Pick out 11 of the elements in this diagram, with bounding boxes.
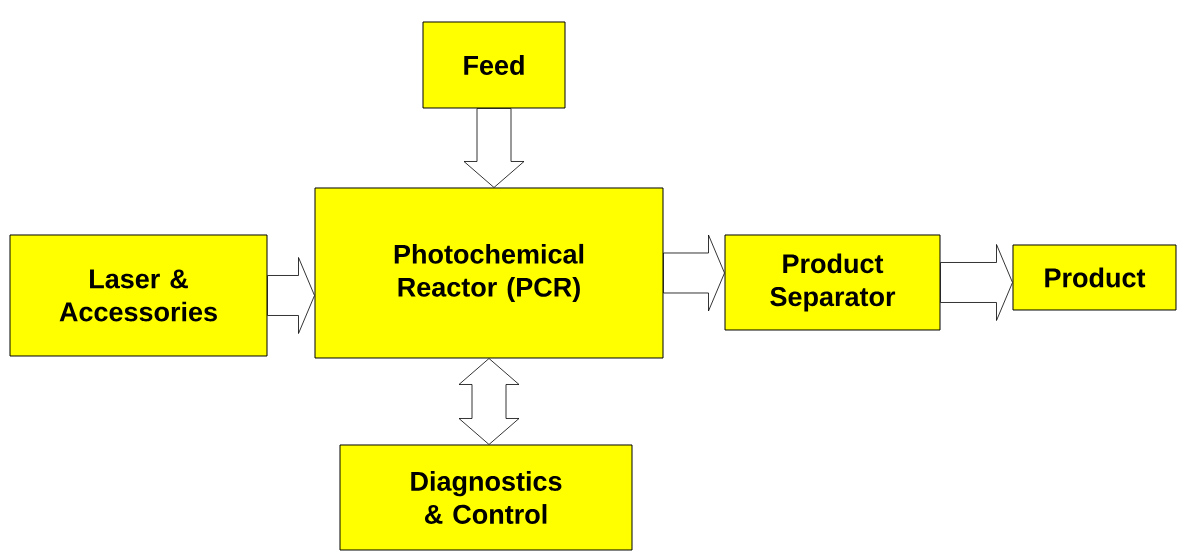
process-box: Feed xyxy=(422,21,566,109)
block-arrow xyxy=(940,244,1013,321)
block-arrow xyxy=(463,108,525,188)
block-arrow xyxy=(267,257,315,334)
block-arrow xyxy=(458,358,520,445)
process-box: Photochemical Reactor (PCR) xyxy=(314,187,664,359)
process-box: Product xyxy=(1012,244,1177,311)
process-box: Product Separator xyxy=(724,234,941,331)
block-arrow xyxy=(663,234,725,312)
process-box: Laser & Accessories xyxy=(9,234,268,357)
process-box: Diagnostics & Control xyxy=(339,444,633,551)
